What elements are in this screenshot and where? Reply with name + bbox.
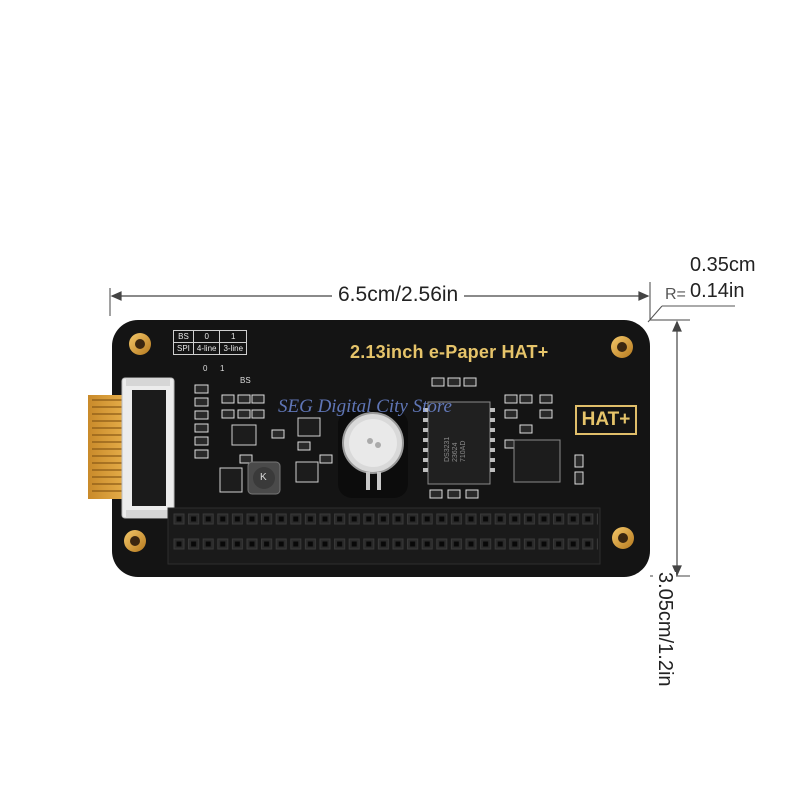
width-dimension-label: 6.5cm/2.56in [332, 283, 465, 307]
switch-label-one: 1 [220, 364, 225, 373]
level-shifter-chip [513, 439, 561, 483]
radius-prefix: R= [665, 286, 686, 303]
spi-3-line: 3-line [219, 342, 248, 355]
hat-badge: HAT+ [575, 405, 637, 435]
store-watermark: SEG Digital City Store [278, 396, 452, 417]
radius-dimension-label: 0.35cm 0.14in R= [665, 252, 756, 304]
switch-label-zero: 0 [203, 364, 208, 373]
radius-in-value: 0.14in [690, 280, 745, 302]
chip-marking-line-3: 710AD [460, 440, 467, 462]
spi-header: SPI [173, 342, 194, 355]
bs-mode-table: BS 0 1 SPI 4-line 3-line [173, 330, 248, 355]
board-title: 2.13inch e-Paper HAT+ [350, 342, 549, 362]
radius-leader-line [647, 305, 735, 323]
spi-row: SPI 4-line 3-line [173, 342, 248, 355]
fpc-connector [88, 377, 175, 519]
coin-battery [338, 410, 408, 498]
bs-header: BS [173, 330, 194, 343]
mounting-hole-top-left [129, 333, 151, 355]
radius-cm-value: 0.35cm [690, 254, 756, 276]
dimension-height-line [650, 319, 690, 577]
smd-components-left [194, 384, 333, 479]
inductor [247, 461, 281, 495]
mounting-hole-top-right [611, 336, 633, 358]
bs-one: 1 [219, 330, 248, 343]
chip-marking-line-2: 23624 [452, 442, 459, 462]
chip-marking-line-1: DS3231 [444, 436, 451, 462]
chip-marking: DS3231 23624 710AD [444, 437, 468, 462]
gpio-header [167, 507, 601, 565]
inductor-key-label: K [260, 472, 267, 483]
spi-4-line: 4-line [192, 342, 221, 355]
transistor-chips [219, 417, 321, 493]
mounting-hole-bottom-right [612, 527, 634, 549]
bs-zero: 0 [192, 330, 221, 343]
mounting-hole-bottom-left [124, 530, 146, 552]
switch-label-bs: BS [240, 376, 251, 385]
smd-components-right [429, 377, 584, 499]
height-dimension-label: 3.05cm/1.2in [653, 572, 676, 687]
bs-row: BS 0 1 [173, 330, 248, 343]
rtc-chip [423, 401, 495, 485]
